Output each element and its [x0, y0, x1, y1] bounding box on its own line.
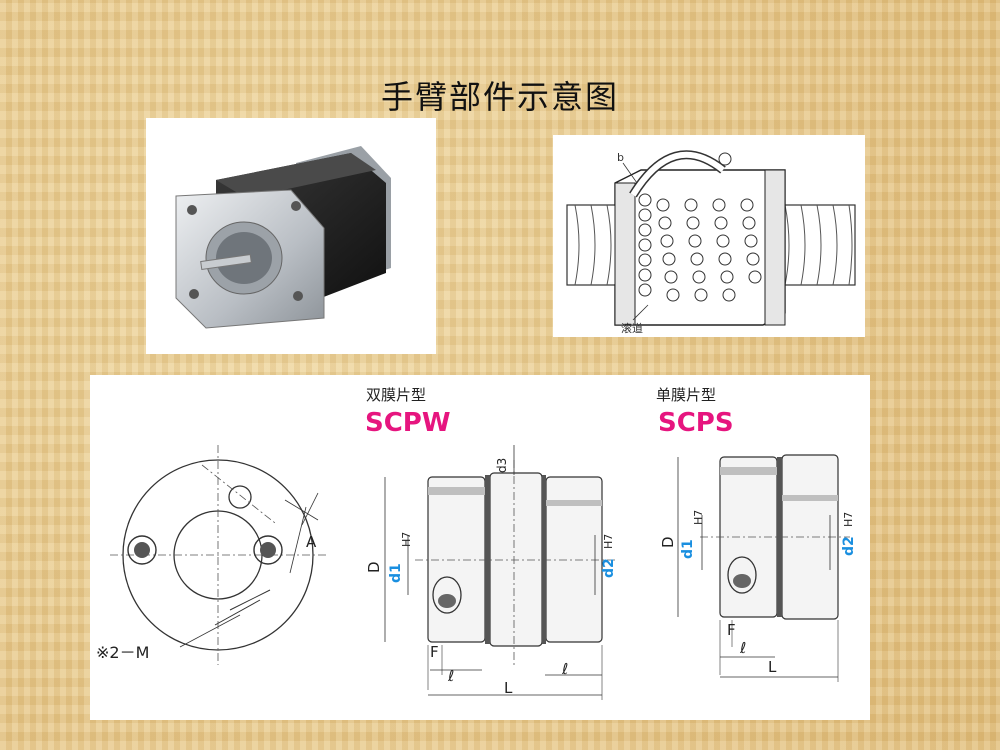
scps-dim-l-small: ℓ [739, 639, 746, 657]
scps-dim-d1-tol: H7 [692, 510, 705, 525]
scps-dim-d1: d1 [680, 539, 696, 559]
coupling-drawing: A ※2－M 双膜片型 SCPW D d1 H7 [90, 375, 870, 720]
scpw-dim-d2-tol: H7 [602, 534, 615, 549]
stepper-motor-image [146, 118, 436, 354]
dim-a: A [306, 533, 317, 551]
scpw-dim-d1: d1 [388, 563, 404, 583]
scps-side-view: D d1 H7 d2 H7 F ℓ L [659, 454, 857, 682]
scps-subtitle: 单膜片型 [656, 386, 716, 404]
scpw-dim-f: F [430, 643, 439, 661]
scpw-dim-d2: d2 [601, 558, 617, 578]
scps-dim-f: F [727, 621, 736, 639]
scps-dim-l: L [768, 658, 777, 676]
scpw-dim-d: D [365, 561, 383, 573]
flange-end-view: A ※2－M [96, 445, 326, 665]
scpw-dim-d1-tol: H7 [400, 532, 413, 547]
dim-2m: ※2－M [96, 643, 149, 662]
scps-model: SCPS [658, 408, 734, 438]
scpw-subtitle: 双膜片型 [366, 386, 426, 404]
label-raceway: 滚道 [621, 321, 643, 335]
scpw-side-view: D d1 H7 d2 H7 d3 F ℓ ℓ L [365, 445, 617, 700]
scps-dim-d2: d2 [841, 536, 857, 556]
scpw-dim-l-right: ℓ [561, 660, 568, 678]
scpw-dim-l-left: ℓ [447, 667, 454, 685]
slide-title: 手臂部件示意图 [380, 78, 619, 116]
scps-dim-d: D [659, 536, 677, 548]
label-b: b [617, 151, 624, 164]
scpw-dim-l: L [504, 679, 513, 697]
scpw-model: SCPW [365, 408, 451, 438]
scps-dim-d2-tol: H7 [842, 512, 855, 527]
scpw-dim-d3: d3 [495, 458, 509, 473]
ball-screw-diagram: b 滚道 [553, 135, 865, 337]
